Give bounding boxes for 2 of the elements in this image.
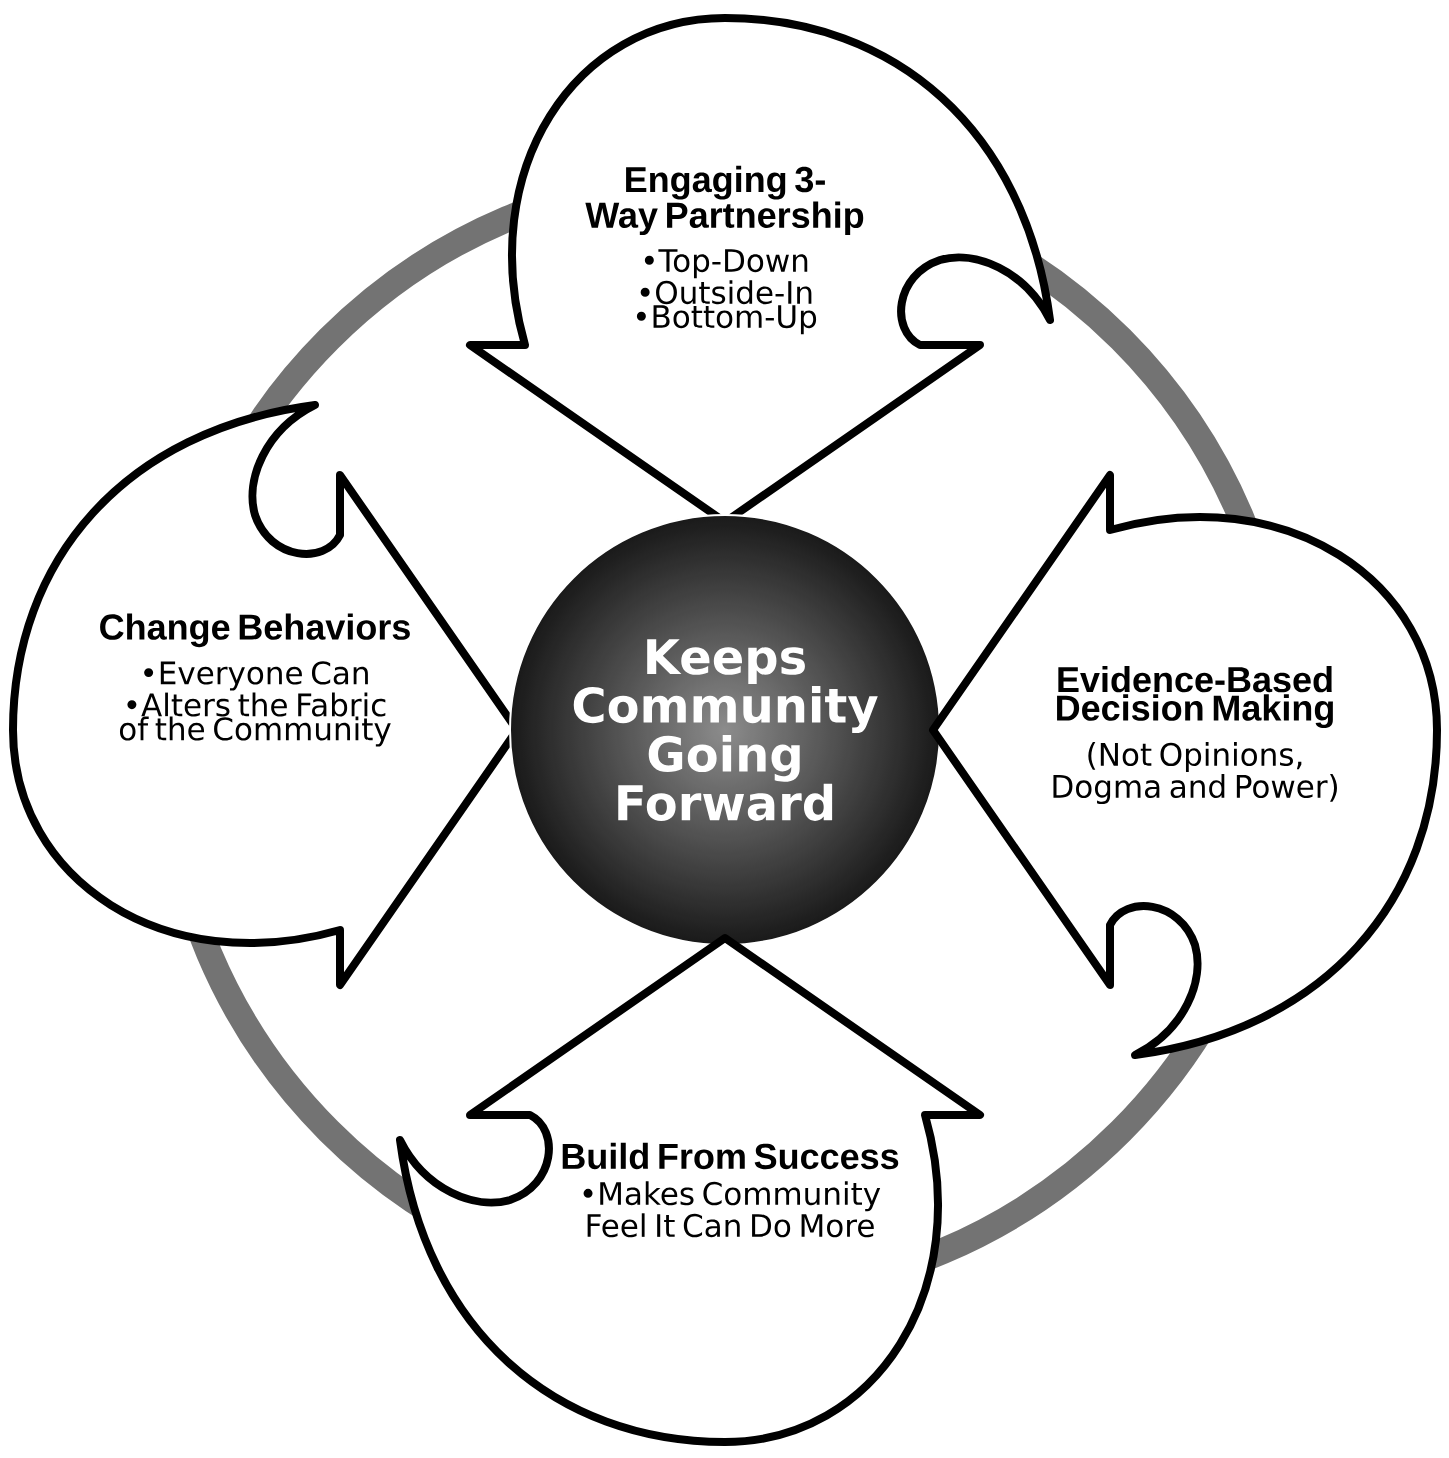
arrow-callout: Build From Success •Makes Community Feel It Can Do More: [396, 934, 984, 1446]
arrow-callout: Evidence-Based Decision Making (Not Opinions, Dogma and Power): [929, 471, 1441, 1059]
